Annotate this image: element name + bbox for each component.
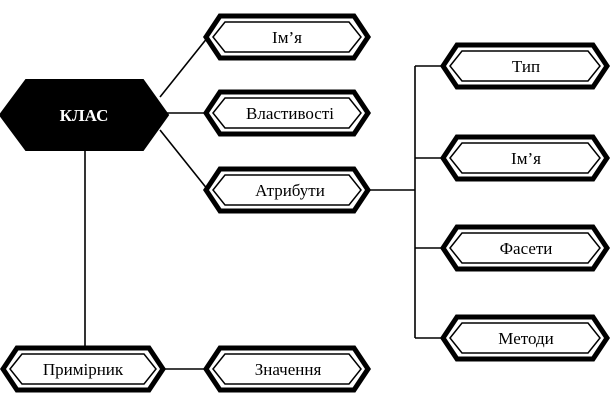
value-node: Значення <box>202 345 372 393</box>
methods-node: Методи <box>439 314 611 362</box>
methods-label: Методи <box>498 329 553 348</box>
instance-label: Примірник <box>43 360 124 379</box>
instance-node: Примірник <box>0 345 167 393</box>
attribute-name-node: Ім’я <box>439 134 611 182</box>
type-label: Тип <box>512 57 540 76</box>
type-node: Тип <box>439 42 611 90</box>
properties-node: Властивості <box>202 89 372 137</box>
facets-node: Фасети <box>439 224 611 272</box>
name-label: Ім’я <box>272 28 302 47</box>
connector-lines <box>84 36 443 370</box>
class-label: КЛАС <box>60 106 109 125</box>
attributes-node: Атрибути <box>202 166 372 214</box>
class-node: КЛАС <box>0 79 170 151</box>
line-class-to-attributes <box>159 129 209 191</box>
facets-label: Фасети <box>500 239 553 258</box>
attributes-label: Атрибути <box>255 181 325 200</box>
attribute-name-label: Ім’я <box>511 149 541 168</box>
name-node: Ім’я <box>202 13 372 61</box>
line-class-to-name <box>159 36 209 98</box>
value-label: Значення <box>255 360 322 379</box>
class-hexagon <box>0 79 170 151</box>
properties-label: Властивості <box>246 104 334 123</box>
